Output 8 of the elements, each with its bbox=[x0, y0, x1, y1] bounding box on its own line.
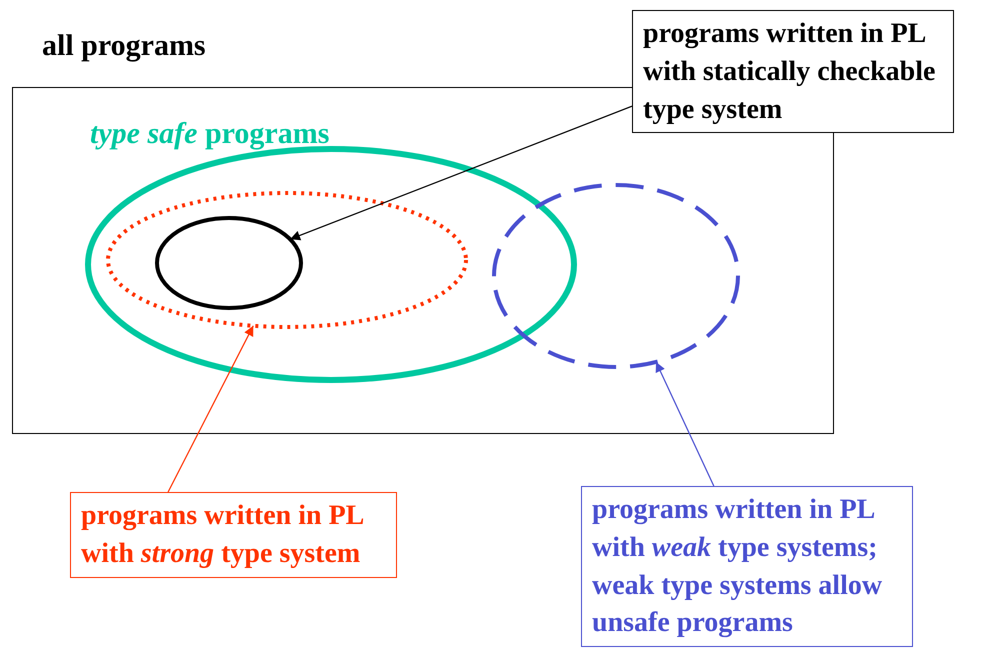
callout-box: programs written in PL with strong type system bbox=[70, 492, 397, 578]
set-label: type safe programs bbox=[90, 116, 330, 152]
arrow bbox=[656, 362, 714, 486]
arrow bbox=[290, 106, 632, 240]
callout-box: programs written in PL with statically checkable type system bbox=[632, 10, 954, 134]
set-label: all programs bbox=[42, 28, 206, 64]
arrow bbox=[168, 326, 254, 492]
callout-box: programs written in PL with weak type systems; weak type systems allow unsafe programs bbox=[581, 486, 913, 648]
